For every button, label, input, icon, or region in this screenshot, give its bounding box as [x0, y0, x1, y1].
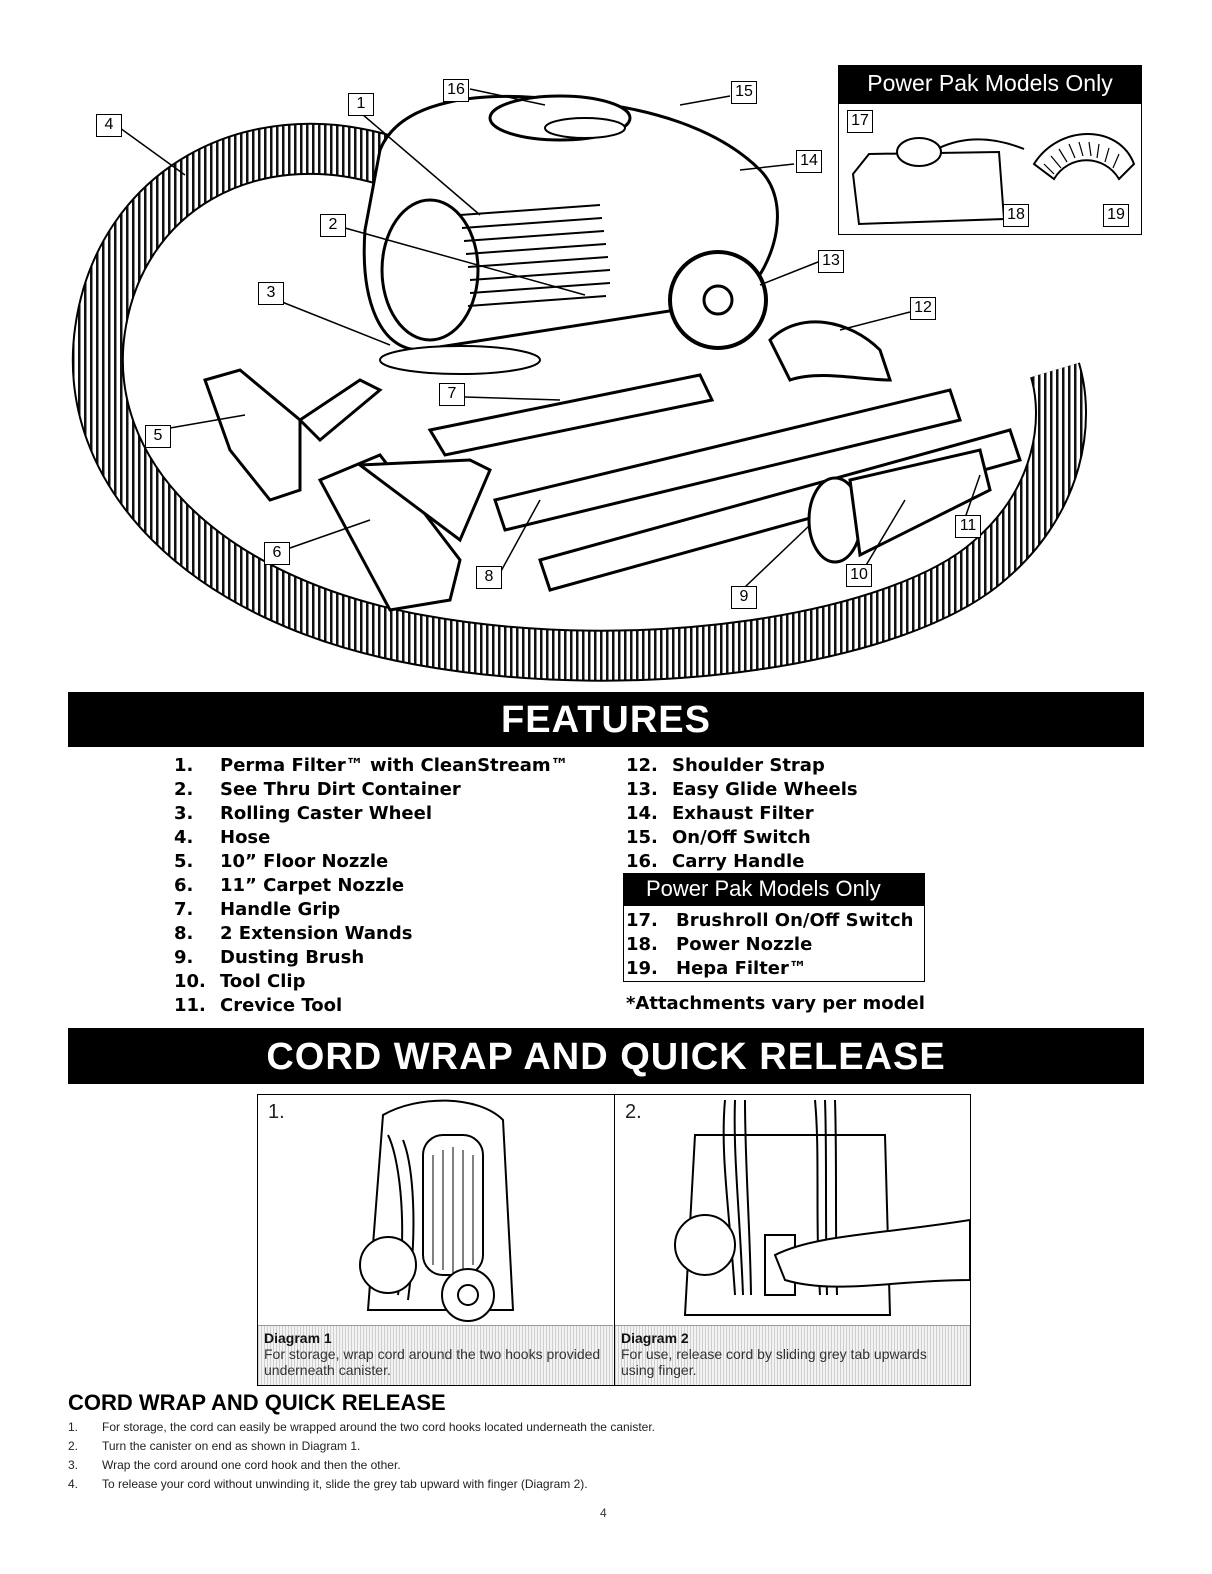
callout-4: 4 — [96, 114, 122, 137]
callout-3: 3 — [258, 282, 284, 305]
hand — [773, 1218, 970, 1288]
instruction-item: 3.Wrap the cord around one cord hook and… — [68, 1458, 401, 1472]
page-number: 4 — [600, 1506, 607, 1520]
dirt-container — [380, 198, 480, 342]
feature-item: 3.Rolling Caster Wheel — [174, 803, 432, 824]
callout-13: 13 — [818, 250, 844, 273]
diagram-1-caption: Diagram 1 For storage, wrap cord around … — [258, 1325, 613, 1385]
handle-grip — [427, 373, 715, 457]
callout-8: 8 — [476, 566, 502, 589]
feature-item: 13.Easy Glide Wheels — [626, 779, 858, 800]
shoulder-strap — [768, 320, 893, 382]
feature-item: 15.On/Off Switch — [626, 827, 811, 848]
feature-item: 6.11” Carpet Nozzle — [174, 875, 405, 896]
feature-item: 2.See Thru Dirt Container — [174, 779, 461, 800]
feature-item: 16.Carry Handle — [626, 851, 805, 872]
diagram-2-number: 2. — [625, 1101, 642, 1123]
feature-item: 7.Handle Grip — [174, 899, 341, 920]
power-pak-inset-title: Power Pak Models Only — [839, 66, 1141, 104]
callout-17: 17 — [847, 110, 873, 133]
diagram-2-title: Diagram 2 — [621, 1330, 689, 1346]
feature-item: 19.Hepa Filter™ — [626, 958, 807, 979]
diagram-1-title: Diagram 1 — [264, 1330, 332, 1346]
feature-item: 17.Brushroll On/Off Switch — [626, 910, 914, 931]
features-list-right: 12.Shoulder Strap 13.Easy Glide Wheels 1… — [626, 754, 858, 874]
feature-item: 18.Power Nozzle — [626, 934, 813, 955]
feature-item: 10.Tool Clip — [174, 971, 306, 992]
callout-2: 2 — [320, 214, 346, 237]
carpet-nozzle — [317, 453, 462, 612]
diagram-1-drawing — [359, 1099, 515, 1322]
callout-7: 7 — [439, 383, 465, 406]
callout-9: 9 — [731, 586, 757, 609]
callout-14: 14 — [796, 150, 822, 173]
callout-10: 10 — [846, 564, 872, 587]
feature-item: 9.Dusting Brush — [174, 947, 365, 968]
tool-clip — [848, 448, 992, 558]
feature-item: 8.2 Extension Wands — [174, 923, 413, 944]
diagram-2-caption: Diagram 2 For use, release cord by slidi… — [615, 1325, 970, 1385]
features-heading: FEATURES — [68, 692, 1144, 747]
callout-16: 16 — [443, 79, 469, 102]
attachments-note: *Attachments vary per model — [626, 993, 925, 1014]
callout-15: 15 — [731, 81, 757, 104]
callout-1: 1 — [348, 93, 374, 116]
diagrams-box: 1. Diagram 1 For storage, wrap cord arou… — [257, 1094, 971, 1386]
callout-5: 5 — [145, 425, 171, 448]
feature-item: 12.Shoulder Strap — [626, 755, 825, 776]
diagram-2-drawing — [674, 1099, 970, 1316]
brushroll-switch — [896, 137, 942, 167]
instruction-item: 2.Turn the canister on end as shown in D… — [68, 1439, 361, 1453]
callout-19: 19 — [1103, 204, 1129, 227]
feature-item: 11.Crevice Tool — [174, 995, 343, 1016]
power-pak-drawing — [851, 133, 1136, 226]
wand-1 — [493, 388, 962, 532]
instructions-list: 1.For storage, the cord can easily be wr… — [68, 1418, 655, 1494]
power-pak-inset: Power Pak Models Only 17 18 19 — [838, 65, 1142, 235]
diagram-1-number: 1. — [268, 1101, 285, 1123]
power-pak-features-box: Power Pak Models Only 17.Brushroll On/Of… — [623, 873, 925, 982]
power-pak-features-list: 17.Brushroll On/Off Switch 18.Power Nozz… — [626, 909, 913, 981]
feature-item: 1.Perma Filter™ with CleanStream™ — [174, 755, 569, 776]
callout-12: 12 — [910, 297, 936, 320]
vacuum-parts-illustration: 1 2 3 4 5 6 7 8 9 10 11 12 13 14 15 16 P… — [0, 0, 1212, 690]
callout-18: 18 — [1003, 204, 1029, 227]
instructions-heading: CORD WRAP AND QUICK RELEASE — [68, 1390, 446, 1415]
cord-wrap-heading: CORD WRAP AND QUICK RELEASE — [68, 1028, 1144, 1084]
diagram-1: 1. Diagram 1 For storage, wrap cord arou… — [258, 1095, 613, 1385]
diagram-2: 2. Diagram 2 For use, release cord by sl… — [614, 1095, 970, 1385]
feature-item: 5.10” Floor Nozzle — [174, 851, 389, 872]
floor-nozzle — [203, 368, 302, 502]
instruction-item: 1.For storage, the cord can easily be wr… — [68, 1420, 656, 1434]
power-pak-features-title: Power Pak Models Only — [624, 874, 924, 906]
feature-item: 14.Exhaust Filter — [626, 803, 814, 824]
power-nozzle — [851, 150, 1006, 226]
diagram-2-caption-text: For use, release cord by sliding grey ta… — [621, 1346, 927, 1378]
diagram-1-caption-text: For storage, wrap cord around the two ho… — [264, 1346, 601, 1378]
instruction-item: 4.To release your cord without unwinding… — [68, 1477, 588, 1491]
vacuum-parts-drawing — [71, 88, 1113, 682]
hepa-filter — [1032, 133, 1136, 181]
callout-11: 11 — [955, 515, 981, 538]
callout-6: 6 — [264, 542, 290, 565]
feature-item: 4.Hose — [174, 827, 271, 848]
features-list-left: 1.Perma Filter™ with CleanStream™ 2.See … — [174, 754, 569, 1018]
hose-ribs — [73, 124, 1086, 680]
